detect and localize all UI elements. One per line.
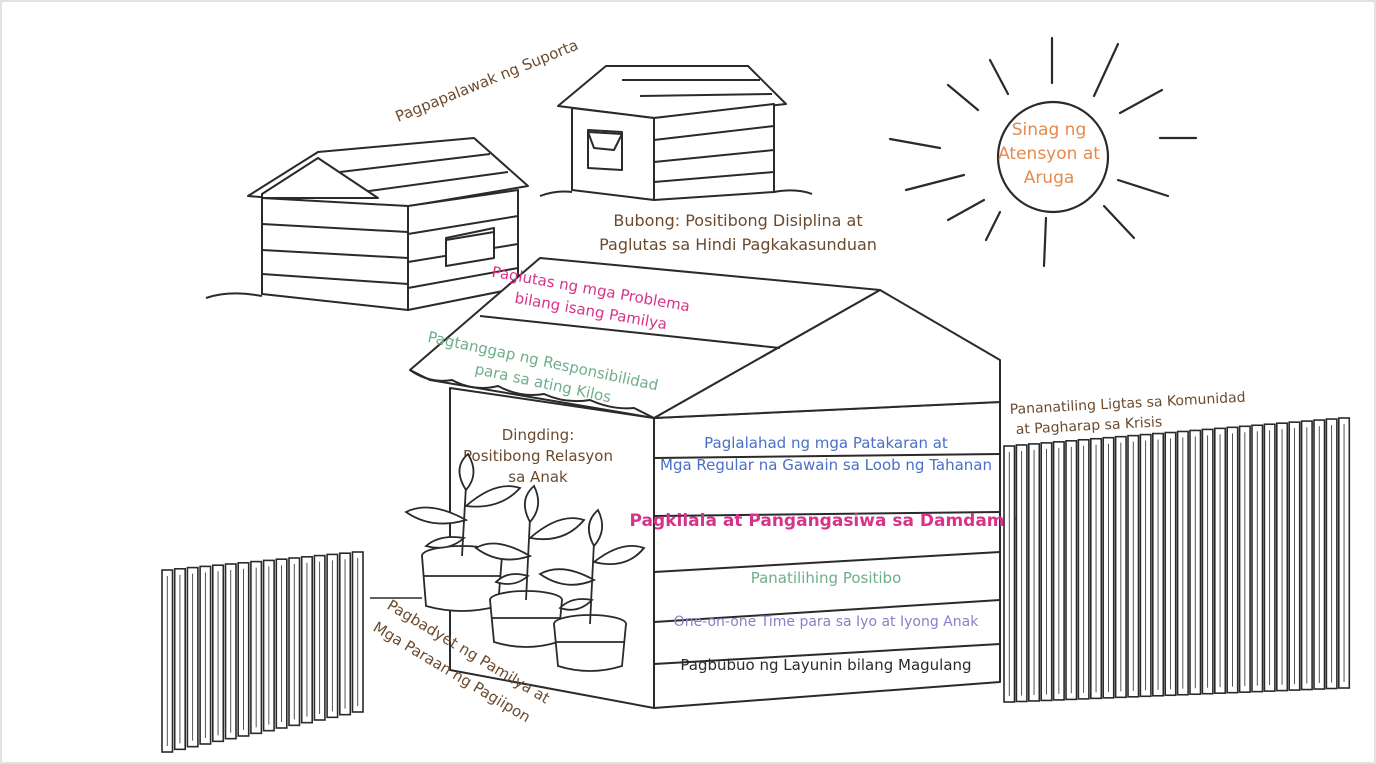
sun-label-line2: Atensyon at [998,144,1100,164]
small-house-middle [539,65,813,201]
plant-pots [404,452,646,672]
sun-label-line3: Aruga [1024,168,1075,188]
fence-left [161,551,364,753]
roof-title-line1: Bubong: Positibong Disiplina at [613,211,862,230]
community-label-line1: Pananatiling Ligtas sa Komunidad [1009,390,1246,418]
wall-layer-rules-line2: Mga Regular na Gawain sa Loob ng Tahanan [660,456,992,474]
wall-title-line2: Positibong Relasyon [463,447,613,465]
small-house-left [205,137,551,311]
roof-title-line2: Paglutas sa Hindi Pagkakasunduan [599,235,877,254]
community-label-line2: at Pagharap sa Krisis [1015,414,1162,438]
sun-label-line1: Sinag ng [1012,120,1086,140]
wall-layer-emotions: Pagkilala at Pangangasiwa sa Damdamin [630,511,1023,531]
wall-title-line3: sa Anak [508,468,568,486]
wall-title-line1: Dingding: [502,426,575,444]
support-label: Pagpapalawak ng Suporta [393,36,581,126]
fence-right [1003,417,1351,703]
wall-layer-one-on-one: One-on-one Time para sa Iyo at Iyong Ana… [674,614,980,630]
wall-layer-positive: Panatilihing Positibo [751,569,902,587]
sun-icon [888,36,1198,268]
wall-layer-goals: Pagbubuo ng Layunin bilang Magulang [680,656,971,674]
wall-layer-rules-line1: Paglalahad ng mga Patakaran at [704,434,948,452]
